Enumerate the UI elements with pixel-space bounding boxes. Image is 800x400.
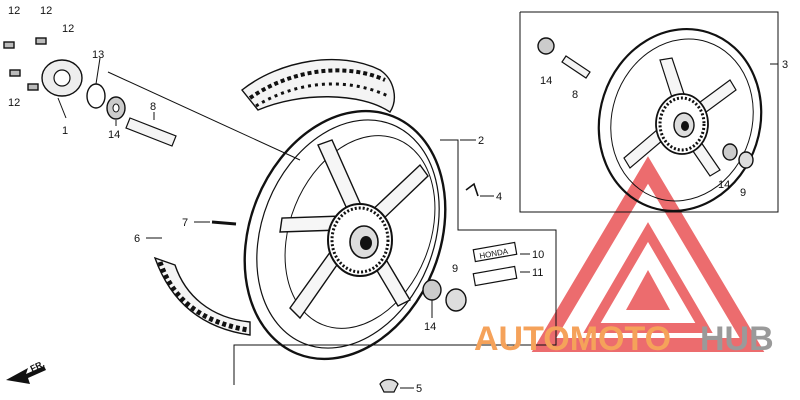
inset-spacer xyxy=(561,55,591,79)
callout-10: 10 xyxy=(532,249,544,261)
callout-6: 6 xyxy=(134,233,140,245)
front-direction-arrow: FR. xyxy=(6,359,46,384)
bearing-right xyxy=(422,279,467,312)
callout-5: 5 xyxy=(416,383,422,395)
tire-upper xyxy=(241,58,396,113)
callout-13: 13 xyxy=(92,49,104,61)
leader-lines xyxy=(57,57,778,389)
callout-11: 11 xyxy=(532,267,543,279)
callout-9: 9 xyxy=(452,263,458,275)
inset-bearing-top xyxy=(537,37,555,55)
hub-flange xyxy=(41,59,83,97)
callout-14: 14 xyxy=(718,179,730,191)
callout-labels: 12 12 12 12 13 1 14 8 2 3 4 5 6 7 9 10 1… xyxy=(8,5,788,395)
inset-frame xyxy=(519,11,779,213)
emblem-plates: HONDA xyxy=(472,241,518,287)
callout-3: 3 xyxy=(782,59,788,71)
rear-wheel-inset xyxy=(597,27,763,213)
callout-1: 1 xyxy=(62,125,68,137)
callout-14: 14 xyxy=(108,129,120,141)
watermark-part1: AUTOMOTO xyxy=(474,320,671,358)
callout-12: 12 xyxy=(8,97,20,109)
callout-12: 12 xyxy=(40,5,52,17)
callout-12: 12 xyxy=(8,5,20,17)
oring xyxy=(86,83,106,109)
watermark-part2: HUB xyxy=(700,320,774,358)
watermark-logo: AUTOMOTO HUB xyxy=(474,320,774,358)
callout-9: 9 xyxy=(740,187,746,199)
callout-14: 14 xyxy=(424,321,436,333)
callout-2: 2 xyxy=(478,135,484,147)
bearing-left xyxy=(106,96,126,120)
clip-4 xyxy=(465,182,479,197)
watermark-triangle xyxy=(531,156,765,352)
valve-stem xyxy=(211,220,237,226)
inset-bearing-bottom xyxy=(722,143,754,169)
front-wheel xyxy=(243,109,447,361)
callout-7: 7 xyxy=(182,217,188,229)
tire-lower xyxy=(153,256,251,336)
spacer-collar-left xyxy=(125,117,177,147)
callout-8: 8 xyxy=(150,101,156,113)
clip-5 xyxy=(379,378,399,393)
bolts-left xyxy=(3,37,47,91)
callout-4: 4 xyxy=(496,191,502,203)
front-label: FR. xyxy=(29,359,46,374)
callout-12: 12 xyxy=(62,23,74,35)
callout-8: 8 xyxy=(572,89,578,101)
callout-14: 14 xyxy=(540,75,552,87)
main-frame-line xyxy=(107,71,301,161)
